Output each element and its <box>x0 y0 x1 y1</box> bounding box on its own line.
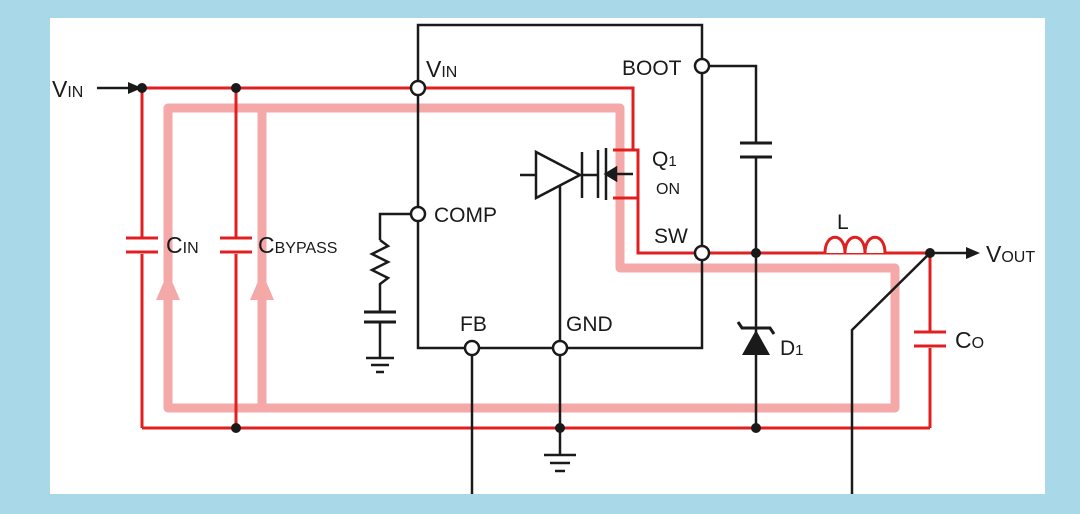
ic-pin-circles <box>409 57 711 357</box>
outer-pink-loop <box>163 103 900 413</box>
d1-label: D1 <box>780 337 804 360</box>
cin-loop-arrow <box>156 272 180 300</box>
q1-mosfet <box>596 148 633 200</box>
cbypass-label: CBYPASS <box>258 232 337 258</box>
pin-boot <box>693 57 711 75</box>
d1-schottky-diode <box>736 321 776 355</box>
comp-capacitor <box>364 310 396 324</box>
cin-label: CIN <box>166 232 199 258</box>
pin-comp <box>409 205 427 223</box>
vout-label: VOUT <box>986 241 1035 267</box>
pin-vin <box>409 79 427 97</box>
pin-gnd <box>551 339 569 357</box>
fb-label: FB <box>460 313 487 336</box>
vin-arrowhead <box>128 82 142 94</box>
cbypass-capacitor <box>220 236 252 254</box>
comp-wire <box>378 212 418 240</box>
canvas-background <box>50 18 1045 494</box>
sw-label: SW <box>654 225 688 248</box>
q1-label: Q1 <box>652 148 677 171</box>
pin-fb <box>463 339 481 357</box>
ground-symbol-main <box>544 453 576 473</box>
inductor-label: L <box>837 211 849 234</box>
red-q1-channel <box>613 148 640 200</box>
co-label: CO <box>955 327 984 353</box>
internal-body-diode <box>520 149 598 201</box>
ic-vin-label: VIN <box>426 56 457 82</box>
co-capacitor <box>914 330 946 348</box>
q1-state-label: ON <box>656 181 680 198</box>
pink-current-loops <box>163 103 900 413</box>
inductor-coil <box>823 235 887 254</box>
boot-label: BOOT <box>622 57 682 80</box>
ground-symbol-comp <box>366 356 394 374</box>
cbypass-loop-arrow <box>250 272 274 300</box>
red-current-path <box>140 86 932 430</box>
pin-sw <box>693 244 711 262</box>
pink-arrows <box>156 272 274 300</box>
comp-label: COMP <box>434 204 497 227</box>
vout-arrowhead <box>966 247 980 259</box>
feedback-sense-wire <box>850 252 931 494</box>
boot-capacitor <box>740 141 772 159</box>
junction-dots <box>137 83 935 433</box>
vin-input-label: VIN <box>52 76 83 102</box>
gnd-label: GND <box>566 313 613 336</box>
comp-resistor <box>369 239 391 290</box>
red-input-rail <box>142 86 635 150</box>
cin-capacitor <box>126 236 158 254</box>
boot-wire <box>702 64 758 143</box>
